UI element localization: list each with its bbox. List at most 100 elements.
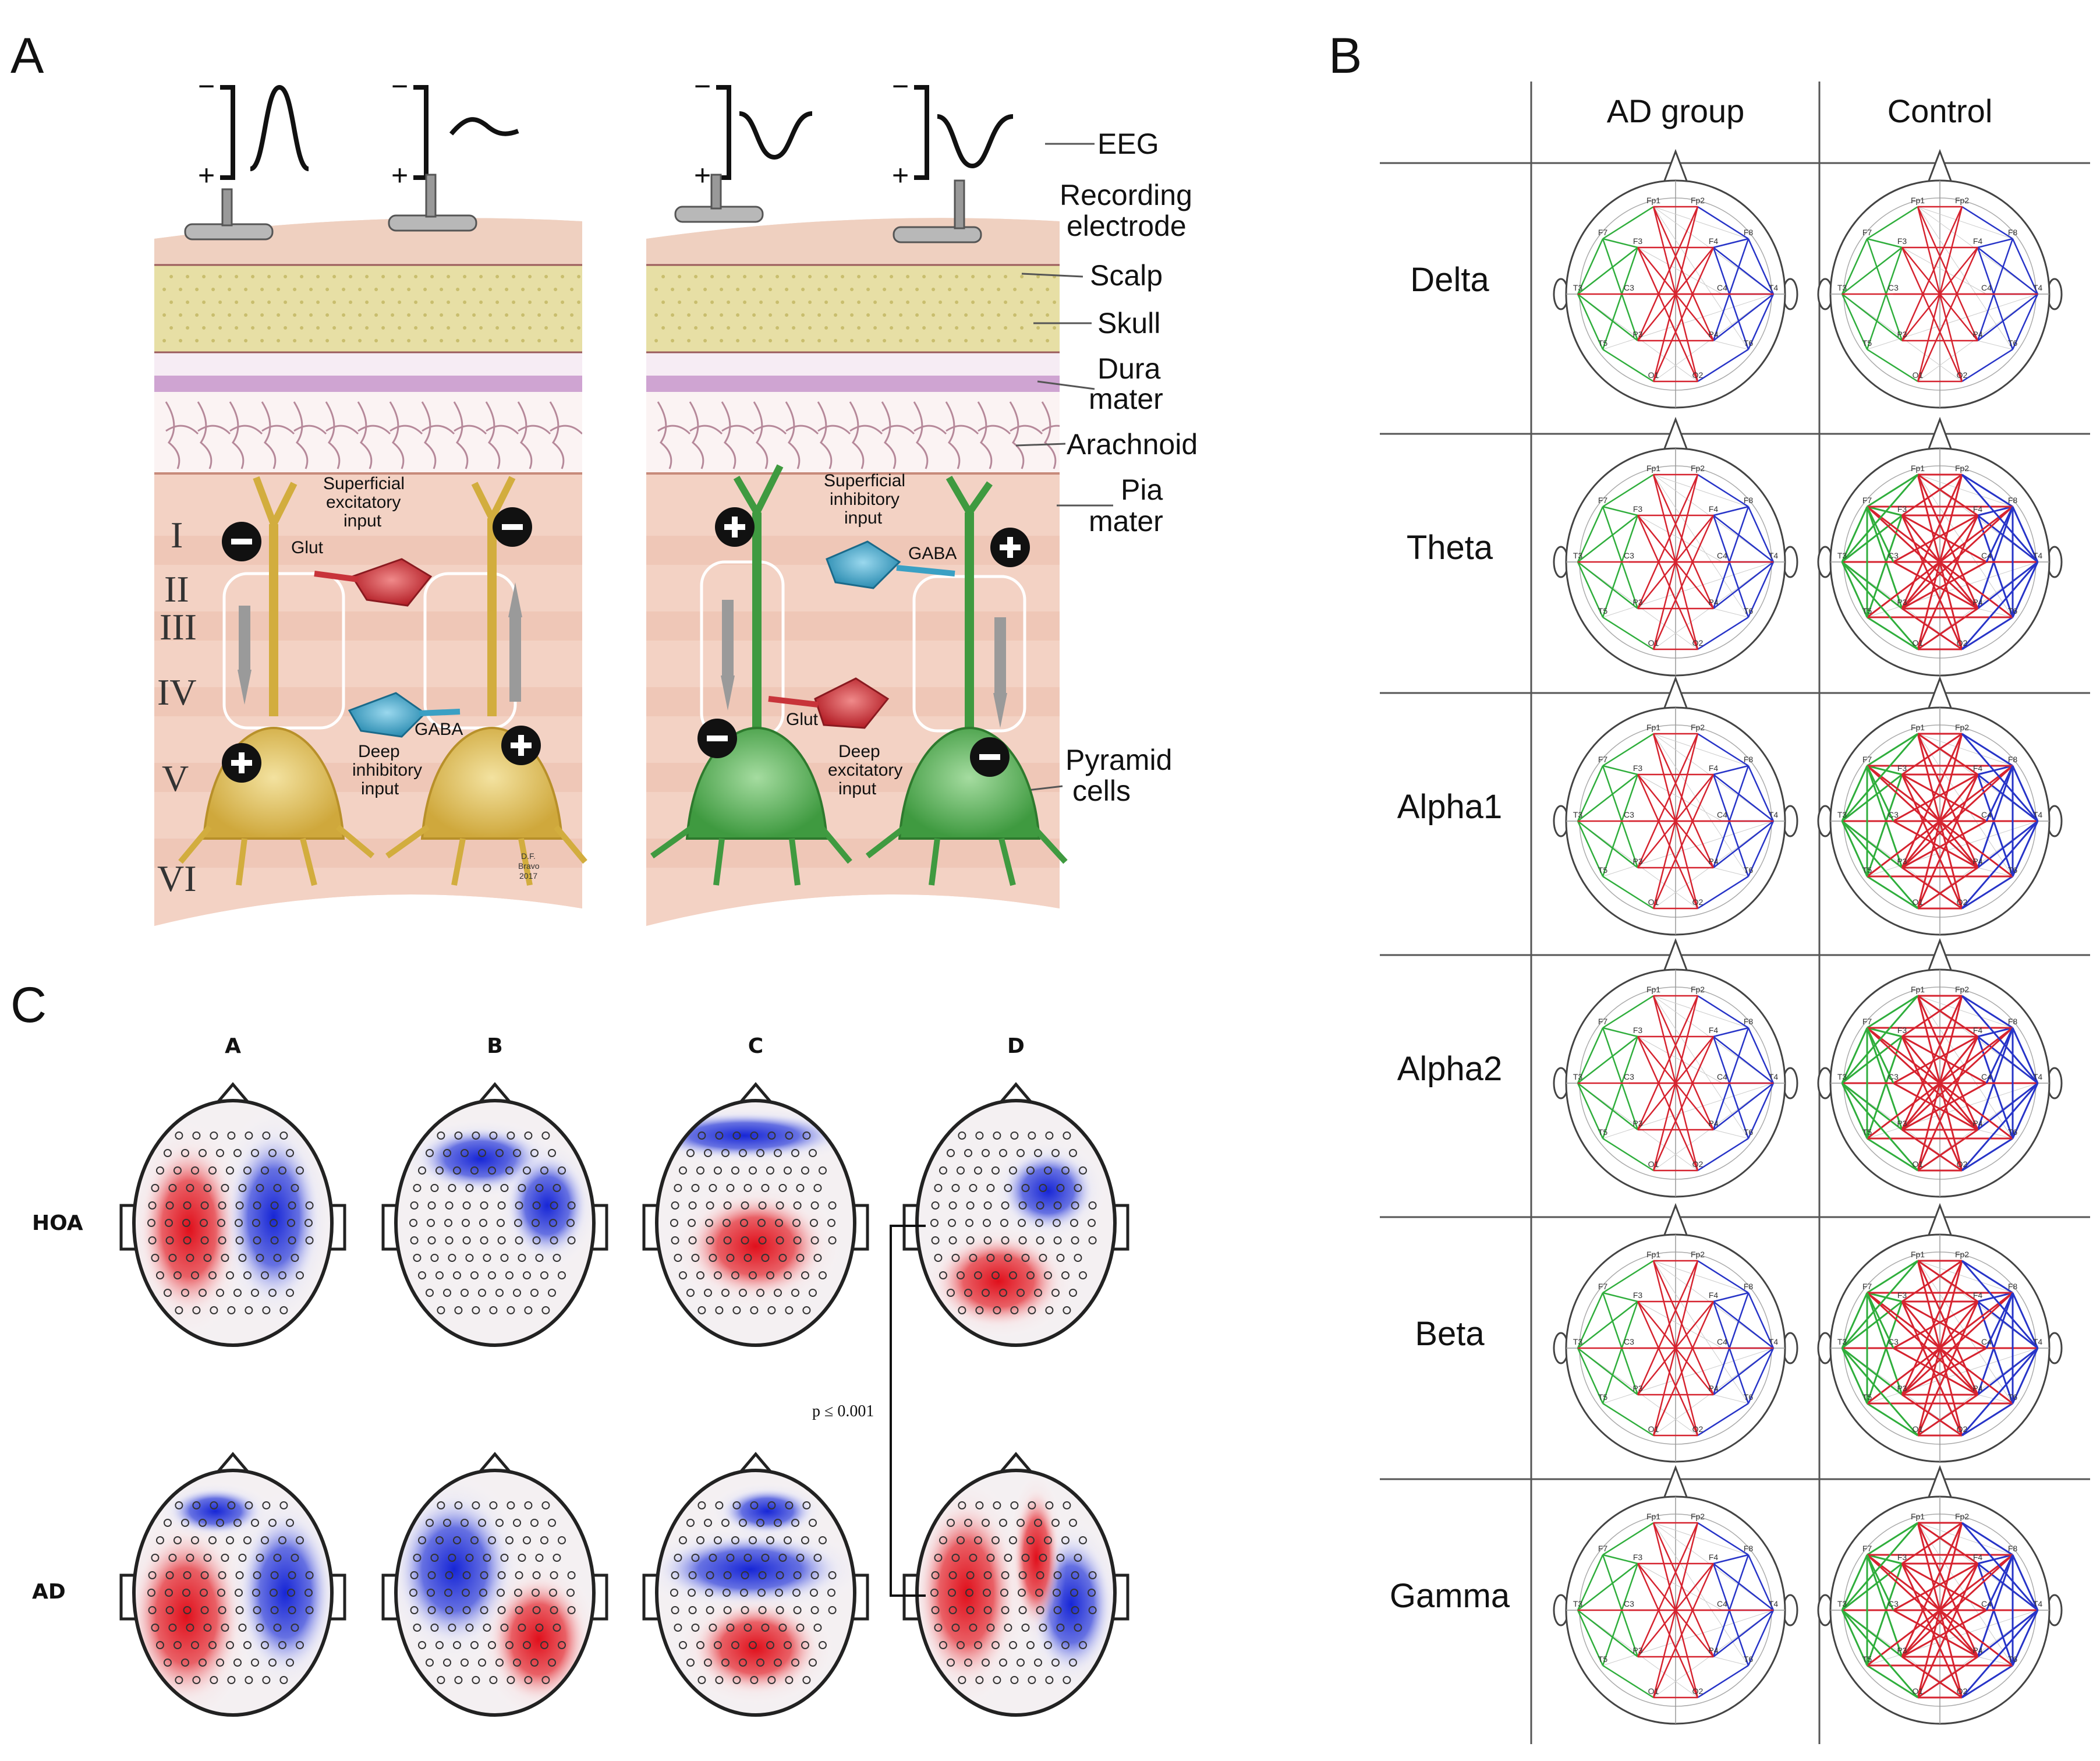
- left-bottom-nt: GABA: [415, 720, 463, 739]
- electrode-label: T3: [1573, 1072, 1583, 1081]
- electrode-label: F8: [1744, 496, 1754, 505]
- electrode-label: F3: [1633, 763, 1643, 773]
- left-bottom-input-2: inhibitory: [352, 761, 422, 780]
- electrode-label: Fp1: [1646, 723, 1660, 732]
- electrode-label: F8: [1744, 228, 1754, 237]
- electrode-label: F4: [1973, 763, 1983, 773]
- left-top-nt: Glut: [291, 538, 324, 557]
- electrode-label: C3: [1888, 1337, 1899, 1346]
- minus-sign: −: [892, 70, 909, 102]
- layer-vi: VI: [157, 858, 197, 899]
- minus-sign: −: [198, 70, 215, 102]
- electrode-label: Fp1: [1911, 1512, 1925, 1521]
- panel-a: A − + − + − + − +: [10, 28, 1198, 927]
- electrode-label: T4: [2033, 283, 2043, 292]
- electrode-label: C3: [1624, 283, 1634, 292]
- right-bottom-input-2: excitatory: [828, 761, 902, 780]
- electrode-label: Fp2: [1955, 723, 1969, 732]
- arachnoid-label: Arachnoid: [1067, 428, 1198, 461]
- electrode-label: Fp1: [1911, 985, 1925, 994]
- electrode-label: T5: [1598, 338, 1608, 348]
- electrode-label: Fp2: [1955, 464, 1969, 473]
- eeg-waveforms: [220, 84, 1014, 180]
- panel-b: B AD group Control DeltaThetaAlpha1Alpha…: [1329, 28, 2090, 1744]
- electrode-label: F4: [1709, 1026, 1719, 1035]
- left-neuron-circuit: Superficial excitatory input Glut GABA D…: [178, 474, 587, 886]
- electrode-label: F8: [2008, 755, 2018, 764]
- electrode-label: F7: [1598, 755, 1608, 764]
- left-bottom-input-3: input: [361, 779, 399, 798]
- electrode-label: F4: [1973, 1553, 1983, 1562]
- electrode-label: C3: [1624, 1599, 1634, 1608]
- credit-1: D.F.: [521, 851, 536, 861]
- electrode-label: F3: [1897, 236, 1907, 246]
- electrode-label: P3: [1897, 1384, 1907, 1393]
- electrode-label: F4: [1709, 504, 1719, 514]
- layer-iv: IV: [157, 671, 197, 713]
- electrode-label: Fp1: [1646, 464, 1660, 473]
- electrode-label: O1: [1913, 1159, 1924, 1169]
- significance-bracket: p ≤ 0.001: [812, 1225, 926, 1597]
- plus-sign: +: [198, 159, 215, 192]
- electrode-label: F8: [2008, 1282, 2018, 1291]
- electrode-label: F3: [1897, 1553, 1907, 1562]
- panel-c-letter: C: [10, 977, 47, 1033]
- electrode-label: F7: [1862, 496, 1872, 505]
- electrode-label: T4: [1769, 551, 1779, 560]
- electrode-label: P4: [1708, 1646, 1718, 1655]
- electrode-label: T5: [1862, 1654, 1872, 1664]
- electrode-label: C3: [1888, 1599, 1899, 1608]
- right-bottom-nt: Glut: [786, 710, 819, 729]
- electrode-label: T4: [2033, 551, 2043, 560]
- credit-2: Bravo: [518, 861, 540, 871]
- topomaps: [119, 1082, 1129, 1717]
- electrode-label: C4: [1717, 810, 1727, 819]
- electrode-label: O1: [1648, 1686, 1659, 1696]
- eeg-label: EEG: [1097, 128, 1159, 160]
- electrode-label: P4: [1972, 597, 1982, 607]
- electrode-label: T4: [1769, 1337, 1779, 1346]
- electrode-label: O1: [1648, 1424, 1659, 1434]
- left-bottom-input-1: Deep: [358, 742, 400, 761]
- electrode-label: P3: [1632, 1384, 1642, 1393]
- electrode-label: O1: [1913, 370, 1924, 380]
- right-top-nt: GABA: [908, 544, 957, 563]
- electrode-label: C4: [1981, 1599, 1992, 1608]
- electrode-label: Fp2: [1691, 1512, 1705, 1521]
- electrode-label: F7: [1862, 1017, 1872, 1026]
- electrode-label: T5: [1598, 1127, 1608, 1137]
- topomap: [642, 1452, 869, 1717]
- electrode-label: T6: [2008, 606, 2018, 616]
- electrode-label: O1: [1913, 1424, 1924, 1434]
- pia-mater-label: mater: [1089, 505, 1163, 538]
- electrode-label: F7: [1862, 1544, 1872, 1553]
- right-top-input-1: Superficial: [824, 471, 905, 490]
- electrode-label: T6: [1744, 1127, 1754, 1137]
- electrode-label: P3: [1897, 597, 1907, 607]
- electrode-label: C3: [1624, 810, 1634, 819]
- electrode-label: P4: [1708, 1119, 1718, 1128]
- electrode-label: P3: [1897, 330, 1907, 339]
- electrode-label: P3: [1632, 1119, 1642, 1128]
- electrode-label: electrode: [1067, 210, 1187, 242]
- electrode-label: C4: [1981, 810, 1992, 819]
- electrode-label: O2: [1692, 1424, 1704, 1434]
- electrode-label: P3: [1632, 857, 1642, 866]
- electrode-label: F7: [1862, 1282, 1872, 1291]
- electrode-label: T5: [1598, 606, 1608, 616]
- electrode-label: F8: [2008, 1544, 2018, 1553]
- electrode-label: C4: [1717, 1072, 1727, 1081]
- electrode-label: Fp2: [1691, 196, 1705, 205]
- panel-b-letter: B: [1329, 28, 1362, 84]
- electrode-label: T6: [2008, 1392, 2018, 1402]
- electrode-label: F4: [1709, 1553, 1719, 1562]
- electrode-label: F8: [2008, 1017, 2018, 1026]
- electrode-label: Fp1: [1646, 196, 1660, 205]
- right-bottom-input-3: input: [838, 779, 877, 798]
